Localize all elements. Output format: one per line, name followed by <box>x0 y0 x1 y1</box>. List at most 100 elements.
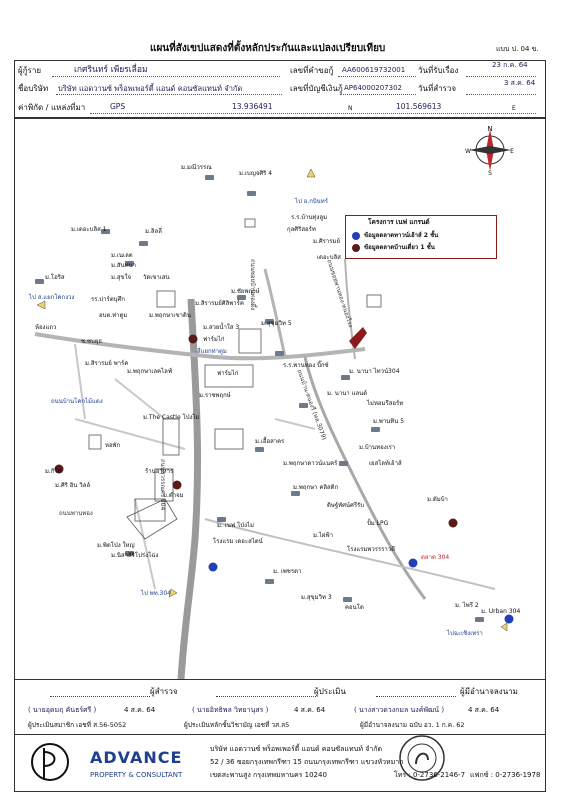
borrower-label: ผู้กู้ราย <box>18 66 42 75</box>
footer <box>14 734 546 792</box>
company-line <box>56 94 282 95</box>
map-label: ม.สันทนา <box>111 262 137 269</box>
map-label: ม.ราชพฤกษ์ <box>199 392 231 399</box>
map-label: ม.ลิลลี่ <box>145 228 162 235</box>
map-label: เดอะบลิส <box>317 254 341 261</box>
map-label: ปั้ม LPG <box>367 520 389 527</box>
signature-2-label: ผู้ประเมิน <box>314 687 346 696</box>
svg-text:E: E <box>510 148 514 155</box>
footer-district: เขตสะพานสูง กรุงเทพมหานคร 10240 <box>210 771 327 779</box>
request-no-label: เลขที่คำขอกู้ <box>290 66 334 75</box>
footer-tel: โทร : 0-2736-2146-7 <box>394 771 466 779</box>
map-label: ม.พิตโป่ง ใหญ่ <box>97 542 135 549</box>
map-label: ดิษฐ์ทัศน์ศรีรับ <box>327 502 365 509</box>
advance-logo-icon <box>31 743 69 781</box>
map-label: ม.สวยน้ำใส 3 <box>203 324 240 331</box>
signature-2-title: ผู้ประเมินหลักชั้นวิชามัญ เอชที่ วส.ล5 <box>184 721 290 729</box>
north-compass-icon: N E W S <box>465 125 514 175</box>
legend-box: โครงการ เนฟ แกรนด์ ข้อมูลตลาดทาวน์เฮ้าส์… <box>345 215 497 259</box>
map-label: เยสไลท์เฮ้าส์ <box>369 460 402 467</box>
signature-2-date: 4 ส.ค. 64 <box>294 706 326 714</box>
company-value: บริษัท แอดวานซ์ พร็อพเพอร์ตี้ แอนด์ คอนซ… <box>58 84 243 93</box>
map-label: รร.ปาร์ตบุศึก <box>91 296 125 303</box>
signature-3-label: ผู้มีอำนาจลงนาม <box>460 687 518 696</box>
signature-line-2 <box>216 696 316 697</box>
map-label: โรงแรมพวรรราวดี <box>347 546 396 553</box>
market-marker-maroon <box>172 480 182 490</box>
map-label: ไม่หอมรีสอร์ท <box>367 400 404 407</box>
company-label: ชื่อบริษัท <box>18 84 49 93</box>
footer-address: 52 / 36 ซอยกรุงเทพกรีฑา 15 ถนนกรุงเทพกรี… <box>210 758 404 766</box>
map-label: ไป พท.304 <box>141 590 172 597</box>
coordinate-source: GPS <box>110 102 126 111</box>
legend-dot-blue <box>352 232 360 240</box>
map-label: ไปฉะเชิงเทรา <box>447 630 483 637</box>
map-label: ม.สุขุมวิท 3 <box>301 594 332 601</box>
form-number: แบบ ป. 04 ข. <box>496 45 539 53</box>
latitude-suffix: N <box>348 105 353 112</box>
map-label: หอพัก <box>105 442 121 449</box>
map-label: ม.สิรารมย์ศิลิพาร์ค <box>195 300 244 307</box>
map-label: สี่แยกท่าตูม <box>197 348 227 355</box>
map-label: ม.พฤกษา คลิสติก <box>293 484 339 491</box>
market-marker-maroon <box>188 334 198 344</box>
coordinate-label: ค่าพิกัด / แหล่งที่มา <box>18 103 86 112</box>
survey-date-label: วันที่สำรวจ <box>418 84 457 93</box>
map-label: ร.ร.บ้านทุ่งลูม <box>291 214 328 221</box>
map-label: ม.เบญจศิริ 4 <box>239 170 273 177</box>
svg-text:W: W <box>465 148 471 155</box>
signature-2-name: ( นายอิทธิพล วิทยานุสร ) <box>192 706 269 714</box>
survey-date-value: 3 ส.ค. 64 <box>504 79 536 87</box>
document-title: แผนที่สังเขปแสดงที่ตั้งหลักประกันและแปลง… <box>150 43 386 54</box>
map-label: ซ.ซบยุธ <box>81 338 103 345</box>
map-label: ม. ไพรี 2 <box>455 602 479 609</box>
map-label: ไป อ.กบินทร์ <box>295 198 328 205</box>
svg-text:N: N <box>487 125 492 133</box>
map-label: ม.เดอะบลิส 1 <box>71 226 107 233</box>
appraisal-no-label: เลขที่บัญชีเงินกู้ <box>290 84 343 93</box>
map-label: ม. เนฟ โป่งไม่ <box>217 522 255 529</box>
map-frame: N E W S โครงการ เนฟ แกรนด์ ข้อมูลตลาดทาว… <box>14 118 546 680</box>
map-label: โรงแรม เดอะสไตน์ <box>213 538 263 545</box>
map-label: ม.The Castle โป่งไม่ <box>143 414 200 421</box>
signature-3-title: ผู้มีอำนาจลงนาม ฉบับ อว. 1 ก.ค. 62 <box>360 721 465 729</box>
map-label: อบต.ท่าตูม <box>99 312 128 319</box>
map-label: ม. นานา ไทวน์304 <box>349 368 400 375</box>
map-roads <box>34 168 514 679</box>
receive-date-line <box>466 76 536 77</box>
map-label: ม.พานทิน 5 <box>373 418 405 425</box>
map-label: ร้านอาหาร <box>145 468 174 475</box>
map-label: ถนนบ้านโคกไม้แดง <box>51 398 103 405</box>
map-label: ฟาร์มไก่ <box>203 336 225 343</box>
map-label: ตลาด 304 <box>421 554 450 561</box>
map-label: ม.ดำจม <box>163 492 184 499</box>
market-marker-maroon <box>54 464 64 474</box>
signature-1-label: ผู้สำรวจ <box>150 687 178 696</box>
map-label: ม.มณีวรรณ <box>181 164 212 171</box>
svg-text:S: S <box>488 170 492 175</box>
map-label: คอนโด <box>345 604 364 611</box>
map-label: ม.กิโล <box>45 468 62 475</box>
map-label: ฟาร์มไก่ <box>217 370 239 377</box>
signature-3-name: ( นางสาวดวงกมล นงค์พัฒน์ ) <box>354 706 445 714</box>
signature-1-date: 4 ส.ค. 64 <box>124 706 156 714</box>
coordinate-line <box>90 113 536 114</box>
market-marker-blue <box>208 562 218 572</box>
map-label: ม. นานา แลนด์ <box>327 390 368 397</box>
map-label: ม. เพชรดา <box>273 568 302 575</box>
footer-fax: แฟกซ์ : 0-2736-1978 <box>470 771 541 779</box>
company-stamp-icon <box>399 735 445 781</box>
road-label: ถนนพานทอง <box>59 510 93 517</box>
survey-date-line <box>466 94 536 95</box>
map-label: ม.ศิริ อิน วิลล์ <box>55 482 91 489</box>
signature-line-3 <box>376 696 456 697</box>
map-label: ไป ส.แยกโคกงวง <box>29 294 75 301</box>
latitude-value: 13.936491 <box>232 102 273 111</box>
signature-line-1 <box>50 696 150 697</box>
map-label: ม.โอริส <box>45 274 65 281</box>
map-label: ม.เอื้อสาคร <box>255 438 285 445</box>
longitude-suffix: E <box>512 105 516 112</box>
map-label: ม.สุขใจ <box>111 274 132 281</box>
brand-name: ADVANCE <box>90 748 183 767</box>
borrower-line <box>52 76 280 77</box>
